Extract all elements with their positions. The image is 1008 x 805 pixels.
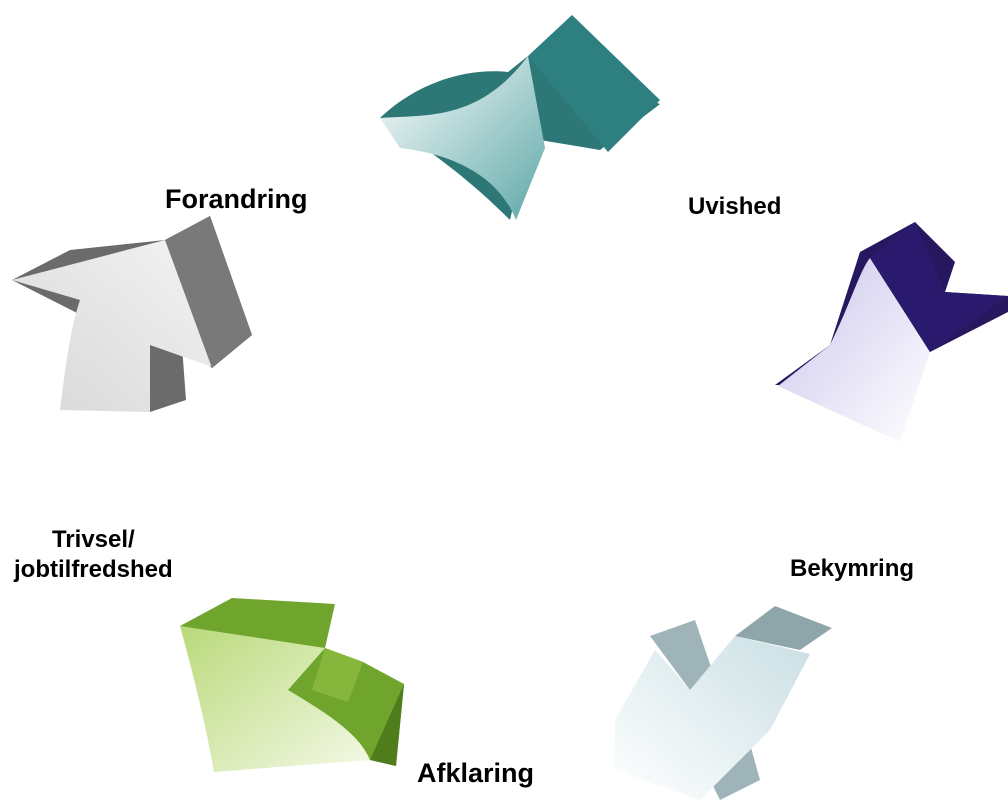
stage-label-afklaring: Afklaring <box>417 758 535 788</box>
stage-label-bekymring: Bekymring <box>790 555 915 582</box>
gray-arrow-icon <box>12 216 252 412</box>
stage-label-trivsel: Trivsel/ jobtilfredshed <box>14 525 173 585</box>
stage-label-trivsel-line1: Trivsel/ <box>51 526 135 553</box>
teal-arrow-icon <box>380 15 660 220</box>
stage-label-uvished: Uvished <box>688 193 782 220</box>
green-arrow-icon <box>180 598 404 772</box>
stage-label-forandring: Forandring <box>165 184 308 214</box>
stage-label-trivsel-line2: jobtilfredshed <box>14 556 173 583</box>
indigo-arrow-icon <box>775 222 1008 442</box>
pale-blue-arrow-icon <box>615 606 832 800</box>
